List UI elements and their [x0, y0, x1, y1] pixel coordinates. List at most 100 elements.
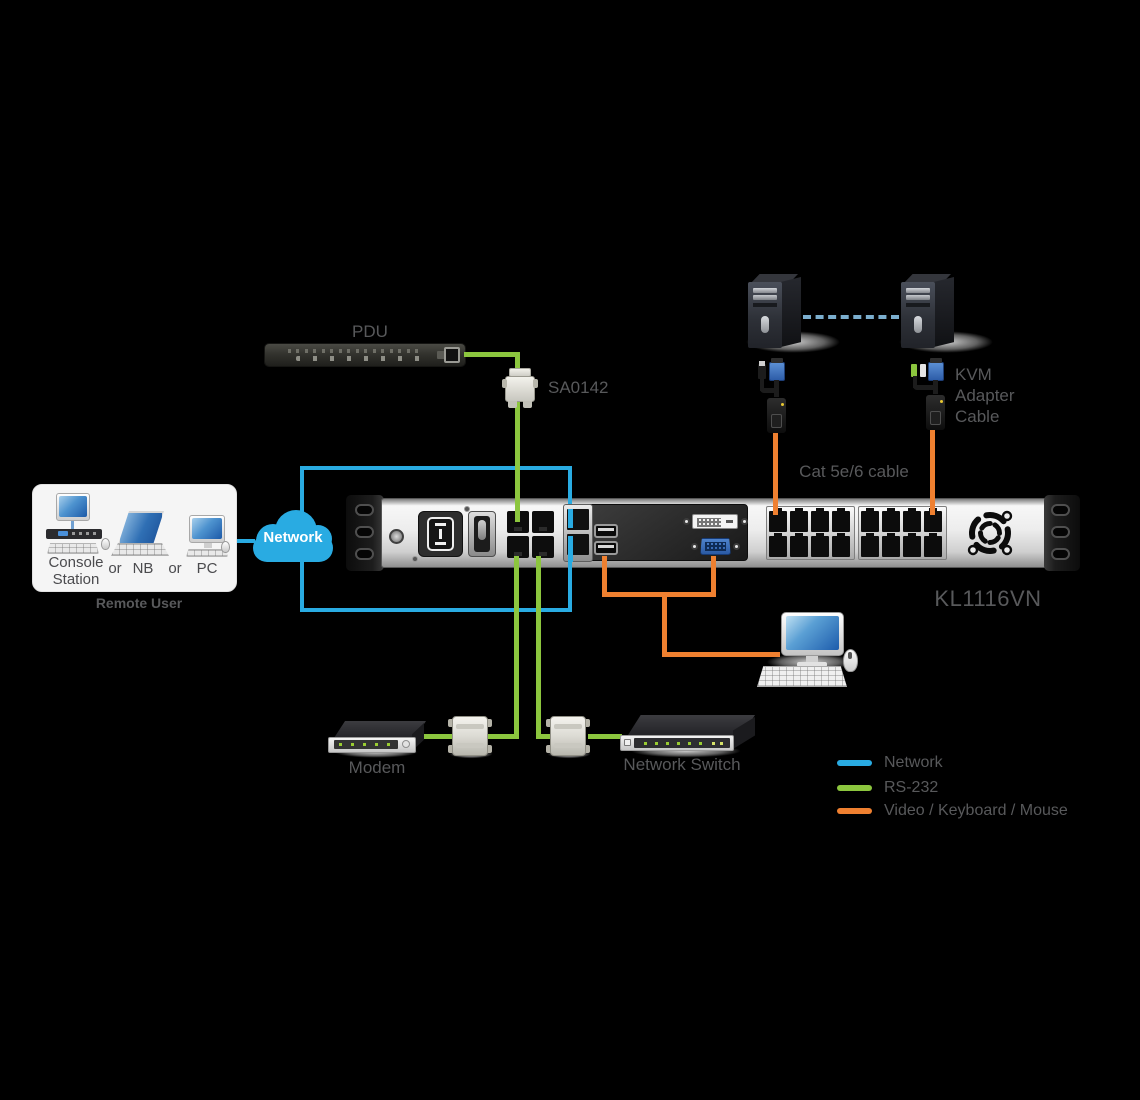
power-inlet-pin-mid: [439, 529, 442, 539]
legend-label-rs232: RS-232: [884, 779, 939, 796]
power-switch-rocker: [478, 520, 486, 540]
usb-port-top: [594, 524, 618, 538]
db9-tab: [485, 719, 492, 727]
local-monitor-neck: [806, 656, 818, 663]
rj45-port: [832, 511, 850, 532]
adapter2-ps2-green-plug: [911, 364, 917, 377]
db9-tab: [546, 745, 553, 753]
server2-bay1: [906, 288, 930, 293]
rs232-cable-modem-h1: [414, 734, 454, 739]
console-cable-horizontal2: [662, 652, 780, 657]
pc-label: PC: [196, 560, 218, 577]
network-cloud: Network: [252, 508, 334, 566]
rj45-port: [861, 536, 879, 557]
bracket-hole: [355, 548, 374, 560]
laptop-base-icon: [111, 543, 169, 556]
server1-bay1: [753, 288, 777, 293]
power-inlet-pin-top: [435, 523, 446, 526]
pc-monitor-stand: [204, 543, 212, 548]
modem-top: [334, 721, 426, 738]
console-cable-vertical-down: [662, 592, 667, 657]
adapter2-dongle-slot: [930, 411, 941, 425]
local-monitor-base: [797, 662, 827, 667]
server1-front: [748, 282, 782, 348]
sa0142-skirt-left: [508, 401, 517, 408]
or-label-1: or: [108, 560, 122, 577]
local-mouse-icon: [843, 649, 858, 672]
rj45-port: [769, 511, 787, 532]
adapter1-usb-tip: [759, 361, 765, 366]
serial-port-2: [532, 511, 554, 533]
rs232-cable-pdu-vertical: [515, 352, 520, 522]
network-switch-leds-green: [644, 742, 708, 745]
vga-screw-left: [691, 543, 698, 550]
sa0142-body: [505, 376, 535, 402]
network-switch-button: [624, 739, 631, 746]
inlet-screw-bottom: [412, 556, 418, 562]
rj45-port: [811, 511, 829, 532]
rj45-port: [882, 511, 900, 532]
legend-swatch-rs232: [837, 785, 872, 791]
kvm-model-label: KL1116VN: [934, 586, 1042, 611]
adapter2-vga-plug: [928, 362, 944, 381]
adapter1-cable-join: [760, 388, 778, 393]
console-monitor-screen: [59, 496, 87, 517]
db9-tab: [485, 745, 492, 753]
rj45-port: [903, 536, 921, 557]
console-base-port: [58, 531, 68, 536]
power-inlet-pin-bot: [435, 542, 446, 545]
db9-tab: [546, 719, 553, 727]
adapter1-vga-cap: [771, 358, 783, 363]
pdu-outlet-strip: [288, 349, 420, 353]
serial-port-3: [507, 536, 529, 558]
adapter2-dongle-led: [940, 400, 943, 403]
vga-screw-right: [733, 543, 740, 550]
adapter2-cable-vga: [933, 380, 938, 396]
rj45-port: [790, 511, 808, 532]
adapter2-vga-cap: [930, 358, 942, 363]
pdu-button: [437, 351, 445, 359]
network-cable-stub-bottom: [568, 536, 573, 562]
network-switch-leds-yellow: [712, 742, 726, 745]
console-station-label-line2: Station: [52, 571, 100, 588]
db9-connector-2: [546, 716, 590, 756]
local-mouse-wheel: [848, 652, 852, 659]
dvi-screw-right: [741, 518, 748, 525]
dvi-flat-pin: [726, 520, 733, 523]
bracket-hole: [1051, 548, 1070, 560]
fan-icon: [966, 509, 1014, 557]
sa0142-screw-right: [533, 379, 538, 388]
db9-body: [452, 716, 488, 756]
db9-tab: [448, 719, 455, 727]
db9-tab: [448, 745, 455, 753]
adapter1-cable-usb: [760, 378, 764, 391]
sa0142-skirt-right: [523, 401, 532, 408]
rj45-port: [832, 536, 850, 557]
sa0142-label: SA0142: [548, 378, 609, 397]
legend-swatch-vkm: [837, 808, 872, 814]
server1-power-button: [761, 316, 769, 333]
console-base-leds: [72, 532, 96, 535]
network-link-box-to-cloud: [237, 539, 255, 543]
console-cable-vga-vertical: [711, 556, 716, 597]
remote-user-caption: Remote User: [95, 595, 183, 611]
legend-label-network: Network: [884, 754, 943, 771]
rs232-cable-switch-vertical: [536, 556, 541, 739]
adapter1-cable-vga: [774, 380, 779, 399]
pdu-led-strip: [296, 356, 428, 361]
db9-ridge: [554, 724, 582, 729]
network-switch-top: [628, 715, 755, 735]
bracket-hole: [355, 526, 374, 538]
network-cable-stub-top: [568, 509, 573, 528]
db9-tab: [583, 719, 590, 727]
server1-top: [750, 274, 798, 284]
rj45-port: [924, 511, 942, 532]
server2-side: [934, 277, 954, 347]
adapter2-cable-left: [913, 376, 917, 388]
adapter2-ps2-white-plug: [920, 364, 926, 377]
rj45-port: [903, 511, 921, 532]
adapter1-usb-plug: [758, 364, 766, 379]
console-mouse-icon: [101, 538, 110, 550]
rj45-port: [790, 536, 808, 557]
cat5-cable-adapter1: [773, 433, 778, 515]
